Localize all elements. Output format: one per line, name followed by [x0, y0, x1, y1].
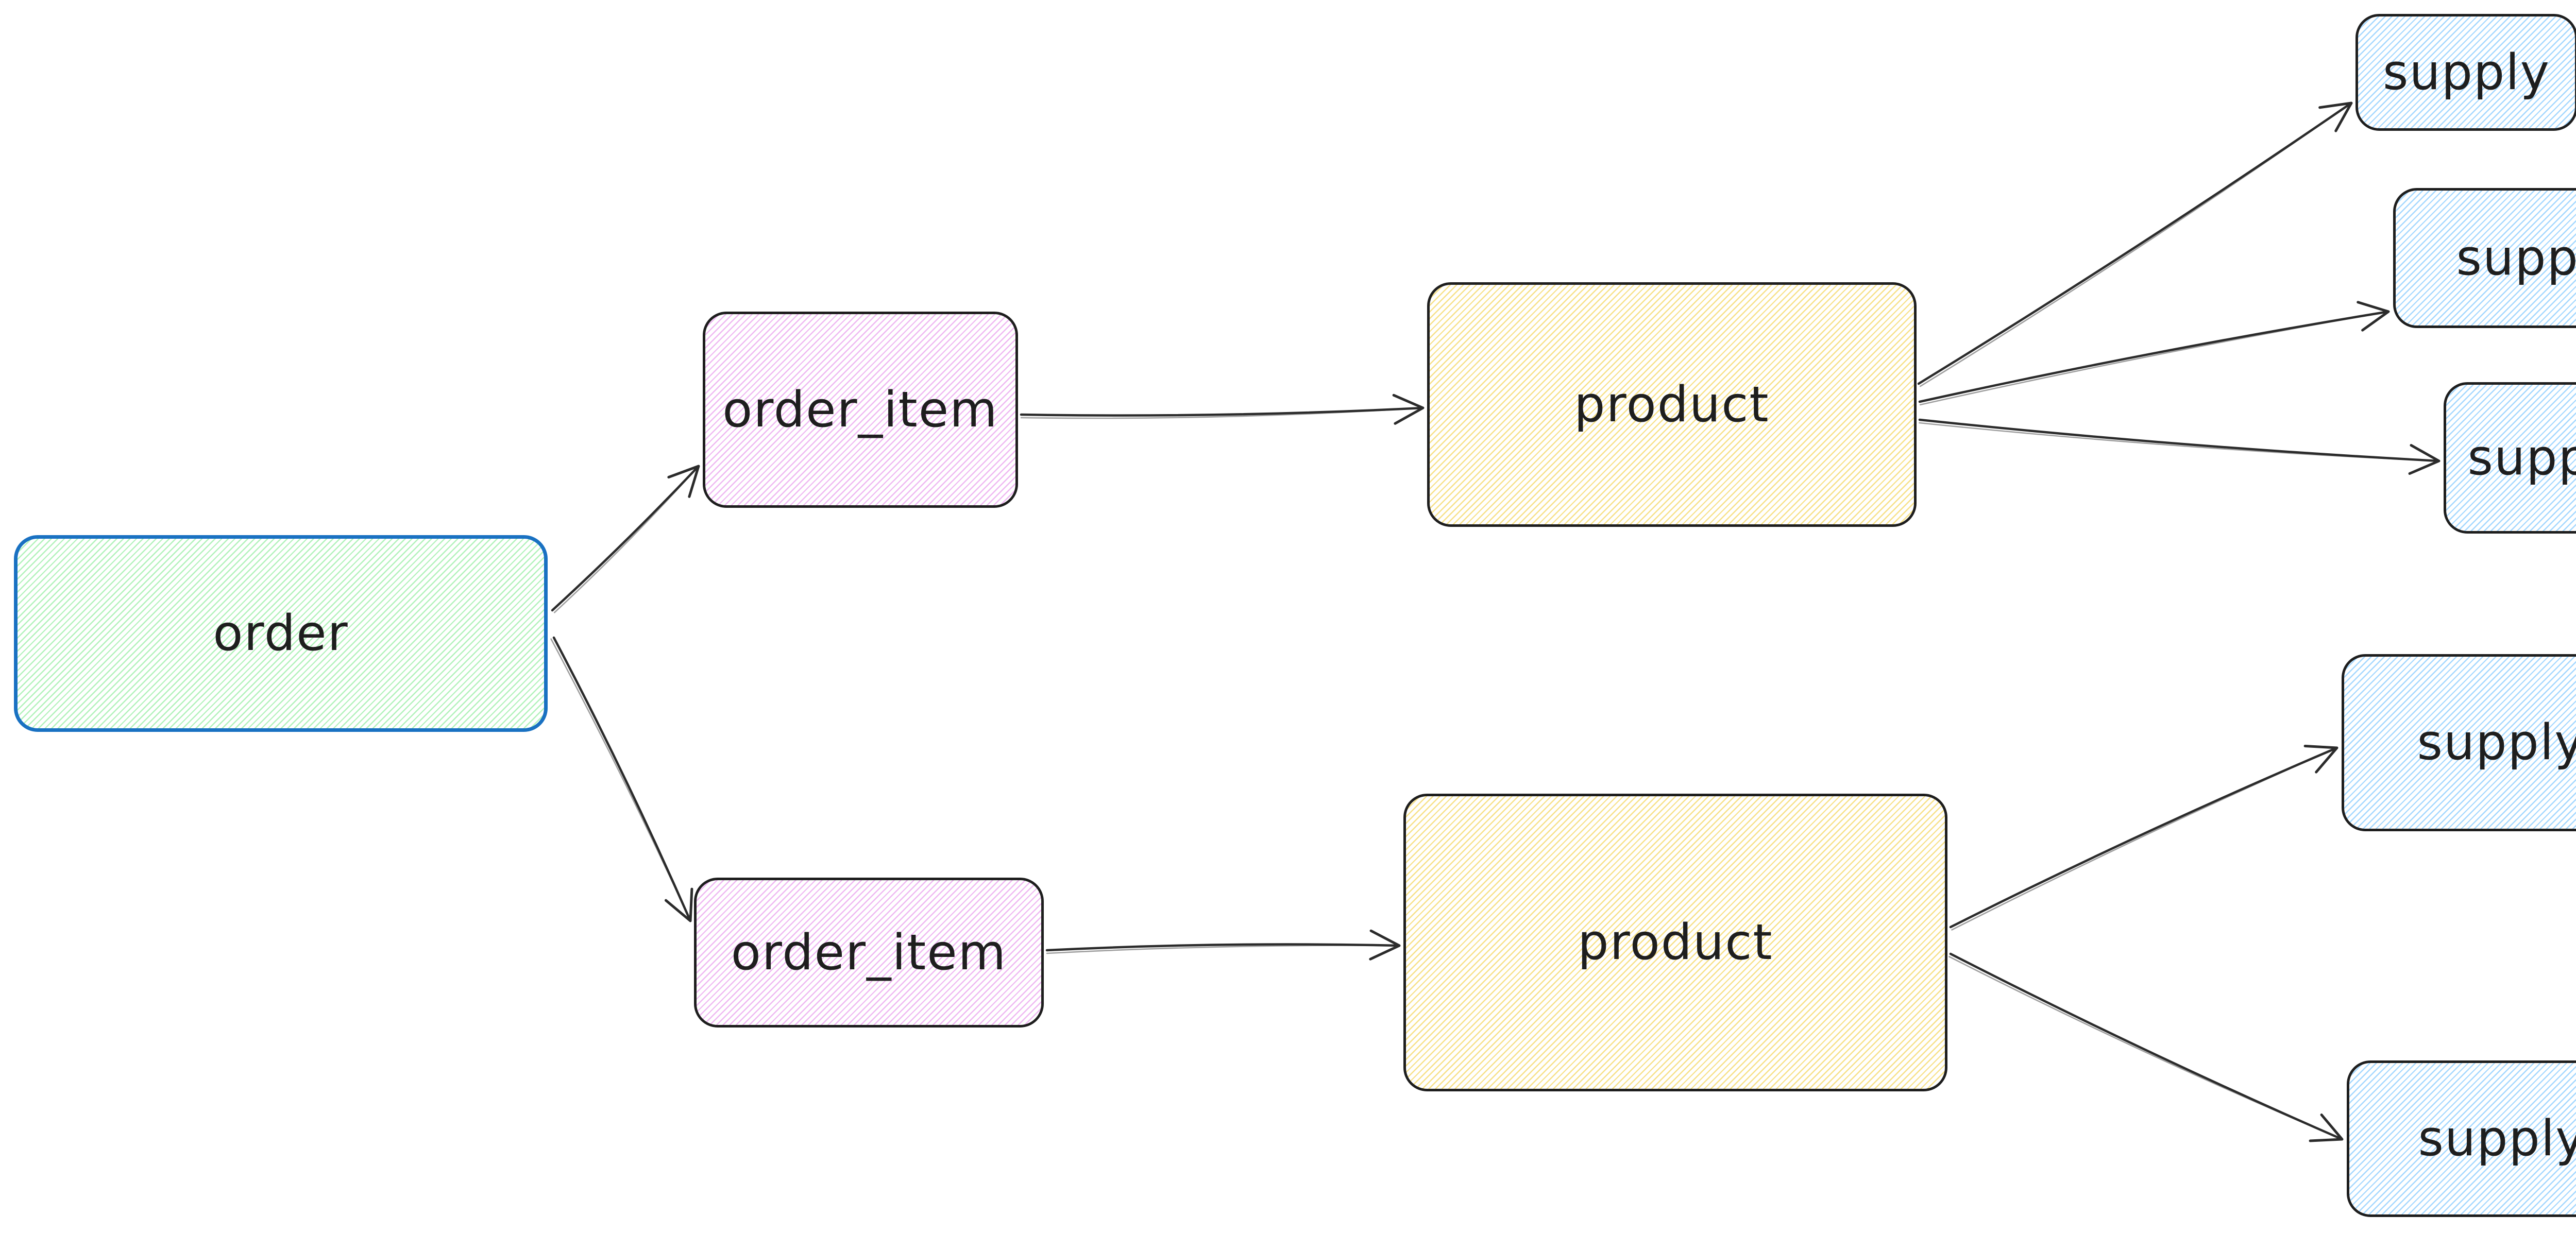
node-supply-3[interactable]: supply: [2444, 382, 2576, 534]
node-order[interactable]: order: [14, 535, 548, 732]
node-label: order_item: [722, 381, 998, 438]
arrow-order-item-1-to-product-1[interactable]: [1020, 393, 1425, 425]
arrow-product-1-to-supply-3[interactable]: [1918, 418, 2441, 475]
node-supply-5[interactable]: supply: [2347, 1060, 2576, 1217]
node-product-1[interactable]: product: [1427, 282, 1917, 527]
arrow-order-item-2-to-product-2[interactable]: [1045, 929, 1401, 961]
node-label: product: [1578, 914, 1773, 971]
arrow-product-2-to-supply-4[interactable]: [1949, 744, 2338, 931]
arrow-product-1-to-supply-1[interactable]: [1917, 101, 2353, 387]
arrow-product-1-to-supply-2[interactable]: [1918, 301, 2390, 406]
node-product-2[interactable]: product: [1403, 794, 1947, 1091]
node-label: order_item: [731, 924, 1007, 981]
node-label: supply: [2383, 44, 2550, 101]
node-supply-1[interactable]: supply: [2355, 14, 2576, 131]
arrow-order-to-order-item-2[interactable]: [550, 636, 693, 922]
node-supply-4[interactable]: supply: [2342, 654, 2576, 831]
node-supply-2[interactable]: supply: [2393, 188, 2576, 328]
node-label: supply: [2456, 230, 2576, 286]
node-label: supply: [2417, 714, 2576, 771]
node-order-item-2[interactable]: order_item: [694, 878, 1044, 1028]
node-label: product: [1574, 376, 1770, 433]
node-order-item-1[interactable]: order_item: [703, 312, 1018, 508]
node-label: supply: [2467, 430, 2576, 486]
node-label: supply: [2418, 1110, 2576, 1167]
arrow-product-2-to-supply-5[interactable]: [1948, 952, 2344, 1142]
arrow-order-to-order-item-1[interactable]: [551, 465, 700, 613]
node-label: order: [213, 605, 349, 662]
